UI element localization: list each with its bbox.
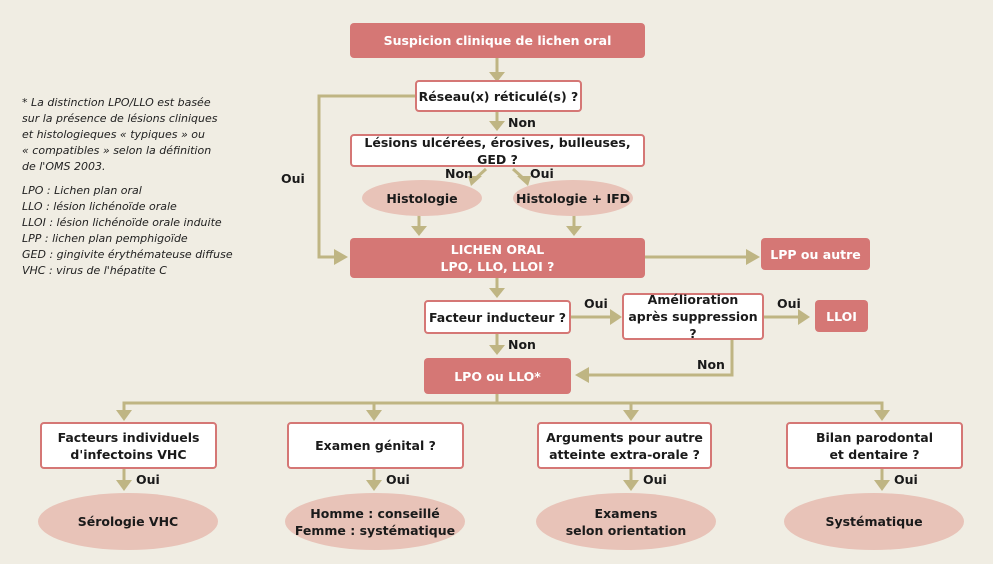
node-reseau-label: Réseau(x) réticulé(s) ? xyxy=(418,88,579,104)
edge-reseau-oui-loop xyxy=(317,94,415,259)
label-oui-facteur: Oui xyxy=(584,296,608,311)
label-oui-bilan: Oui xyxy=(894,472,918,487)
node-lloi: LLOI xyxy=(815,300,868,332)
node-facteurs-vhc-label: Facteurs individuels d'infectoins VHC xyxy=(57,429,200,462)
label-non-amelioration: Non xyxy=(697,357,725,372)
abbr-lpp: LPP : lichen plan pemphigoïde xyxy=(22,232,188,245)
node-lesions-label: Lésions ulcérées, érosives, bulleuses, G… xyxy=(364,134,631,167)
node-serologie: Sérologie VHC xyxy=(38,493,218,550)
arrowhead xyxy=(623,410,639,421)
node-arguments-label: Arguments pour autre atteinte extra-oral… xyxy=(546,429,703,462)
arrowhead xyxy=(874,480,890,491)
node-reseau: Réseau(x) réticulé(s) ? xyxy=(415,80,582,112)
arrowhead xyxy=(575,367,589,383)
label-oui-genital: Oui xyxy=(386,472,410,487)
label-oui-arguments: Oui xyxy=(643,472,667,487)
node-systematique-label: Systématique xyxy=(825,514,923,529)
node-facteurs-vhc: Facteurs individuels d'infectoins VHC xyxy=(40,422,217,469)
node-homme-femme-label: Homme : conseillé Femme : systématique xyxy=(294,505,456,538)
arrowhead xyxy=(489,72,505,82)
label-non-lesions: Non xyxy=(445,166,473,181)
edge-distribution-bar xyxy=(122,401,884,412)
node-examen-genital: Examen génital ? xyxy=(287,422,464,469)
edge-amelioration-non xyxy=(587,339,734,377)
arrowhead xyxy=(874,410,890,421)
node-lichen-oral: LICHEN ORAL LPO, LLO, LLOI ? xyxy=(350,238,645,278)
abbr-ged: GED : gingivite érythémateuse diffuse xyxy=(22,248,233,261)
label-oui-vhc: Oui xyxy=(136,472,160,487)
arrowhead xyxy=(489,121,505,131)
node-lpp-autre-label: LPP ou autre xyxy=(770,246,861,262)
node-homme-femme: Homme : conseillé Femme : systématique xyxy=(285,493,465,550)
abbr-lpo: LPO : Lichen plan oral xyxy=(22,184,142,197)
node-examens-label: Examens selon orientation xyxy=(565,505,687,538)
label-oui-left: Oui xyxy=(281,171,305,186)
node-histologie-ifd: Histologie + IFD xyxy=(513,180,633,216)
label-oui-amelioration: Oui xyxy=(777,296,801,311)
label-oui-lesions: Oui xyxy=(530,166,554,181)
arrowhead xyxy=(366,410,382,421)
node-arguments: Arguments pour autre atteinte extra-oral… xyxy=(537,422,712,469)
node-serologie-label: Sérologie VHC xyxy=(77,514,179,529)
node-lpo-llo: LPO ou LLO* xyxy=(424,358,571,394)
arrowhead xyxy=(623,480,639,491)
arrowhead xyxy=(468,176,482,186)
arrowhead xyxy=(116,480,132,491)
node-bilan-label: Bilan parodontal et dentaire ? xyxy=(815,429,934,462)
node-lloi-label: LLOI xyxy=(826,308,857,324)
node-systematique: Systématique xyxy=(784,493,964,550)
node-lpo-llo-label: LPO ou LLO* xyxy=(454,368,541,384)
node-bilan: Bilan parodontal et dentaire ? xyxy=(786,422,963,469)
node-amelioration-label: Amélioration après suppression ? xyxy=(628,292,758,341)
arrowhead xyxy=(366,480,382,491)
node-suspicion-label: Suspicion clinique de lichen oral xyxy=(383,33,612,48)
abbr-vhc: VHC : virus de l'hépatite C xyxy=(22,264,167,277)
arrowhead xyxy=(334,249,348,265)
node-amelioration: Amélioration après suppression ? xyxy=(622,292,764,341)
footnote: * La distinction LPO/LLO est basée sur l… xyxy=(22,96,218,173)
node-histologie-label: Histologie xyxy=(386,190,458,206)
abbr-lloi: LLOI : lésion lichénoïde orale induite xyxy=(22,216,222,229)
node-lpp-autre: LPP ou autre xyxy=(761,238,870,270)
node-facteur-label: Facteur inducteur ? xyxy=(428,309,567,325)
node-histologie-ifd-label: Histologie + IFD xyxy=(515,190,631,206)
node-facteur: Facteur inducteur ? xyxy=(424,300,571,334)
arrowhead xyxy=(566,226,582,236)
legend-notes: * La distinction LPO/LLO est basée sur l… xyxy=(22,95,262,279)
arrowhead xyxy=(411,226,427,236)
arrowhead xyxy=(517,176,531,186)
arrowhead xyxy=(610,309,622,325)
arrowhead xyxy=(798,309,810,325)
node-lichen-oral-label: LICHEN ORAL LPO, LLO, LLOI ? xyxy=(440,242,555,274)
node-suspicion: Suspicion clinique de lichen oral xyxy=(350,23,645,58)
label-non-facteur: Non xyxy=(508,337,536,352)
arrowhead xyxy=(746,249,760,265)
node-examens: Examens selon orientation xyxy=(536,493,716,550)
arrowhead xyxy=(489,288,505,298)
arrowhead xyxy=(489,345,505,355)
arrowhead xyxy=(116,410,132,421)
node-examen-genital-label: Examen génital ? xyxy=(315,438,436,453)
node-histologie: Histologie xyxy=(362,180,482,216)
label-non-reseau: Non xyxy=(508,115,536,130)
abbr-llo: LLO : lésion lichénoïde orale xyxy=(22,200,177,213)
node-lesions: Lésions ulcérées, érosives, bulleuses, G… xyxy=(350,134,645,167)
